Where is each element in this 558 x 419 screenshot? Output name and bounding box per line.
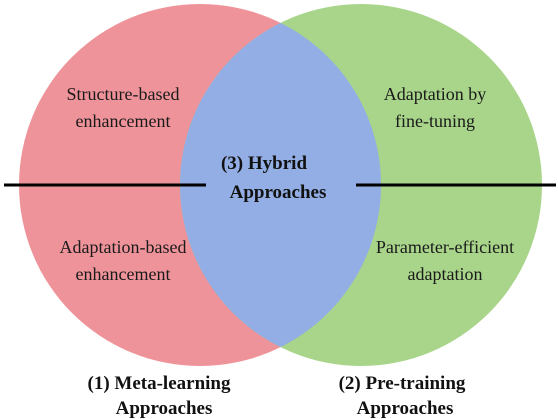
left-caption-line2: Approaches [116, 398, 213, 419]
hybrid-label-line1: (3) Hybrid [221, 153, 307, 174]
left-upper-label-line2: enhancement [76, 111, 171, 131]
right-caption-line1: (2) Pre-training [339, 373, 466, 394]
right-upper-label-line2: fine-tuning [395, 111, 475, 131]
left-lower-label-line2: enhancement [76, 264, 171, 284]
hybrid-label-line2: Approaches [230, 182, 327, 203]
left-caption-line1: (1) Meta-learning [88, 373, 231, 394]
left-upper-label-line1: Structure-based [67, 84, 180, 104]
left-lower-label-line1: Adaptation-based [60, 237, 187, 257]
right-upper-label-line1: Adaptation by [384, 84, 486, 104]
right-lower-label-line2: adaptation [408, 264, 483, 284]
right-lower-label-line1: Parameter-efficient [376, 237, 514, 257]
right-caption-line2: Approaches [357, 398, 454, 419]
